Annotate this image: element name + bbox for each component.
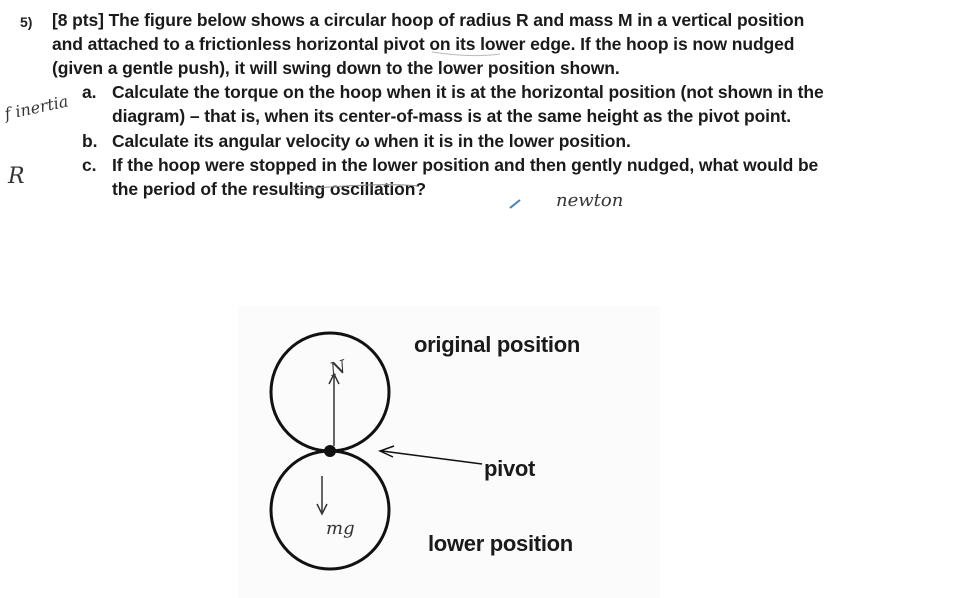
pivot-pointer-line bbox=[381, 450, 483, 465]
weight-label: mg bbox=[326, 518, 355, 539]
part-c-line-2: the period of the resulting oscillation? bbox=[112, 179, 426, 199]
handwritten-bottom-note: newton bbox=[556, 190, 624, 211]
upper-hoop bbox=[269, 331, 391, 453]
part-c-letter: c. bbox=[82, 155, 97, 175]
problem-intro-line-1: [8 pts] The figure below shows a circula… bbox=[52, 10, 804, 31]
label-lower-position: lower position bbox=[428, 531, 573, 556]
hoop-diagram bbox=[269, 331, 483, 571]
label-pivot: pivot bbox=[484, 456, 536, 481]
problem-intro-line-3: (given a gentle push), it will swing dow… bbox=[52, 58, 620, 78]
label-original-position: original position bbox=[414, 332, 581, 357]
part-c-line-1: If the hoop were stopped in the lower po… bbox=[112, 155, 819, 175]
intro-text-1: The figure below shows a circular hoop o… bbox=[108, 10, 805, 30]
pivot-point bbox=[324, 445, 336, 457]
part-a-line-1: Calculate the torque on the hoop when it… bbox=[112, 82, 824, 102]
problem-intro-line-2: and attached to a frictionless horizonta… bbox=[52, 34, 795, 54]
weight-arrowhead bbox=[316, 503, 328, 516]
faint-pencil-mark bbox=[431, 51, 501, 57]
handwritten-margin-r: R bbox=[8, 164, 25, 189]
pivot-pointer-arrowhead bbox=[378, 445, 395, 458]
underline-stroke bbox=[289, 184, 419, 191]
part-a-letter: a. bbox=[82, 82, 97, 102]
points-label: [8 pts] bbox=[52, 10, 104, 30]
part-b-line-1: Calculate its angular velocity ω when it… bbox=[112, 131, 631, 151]
normal-force-arrowhead bbox=[328, 372, 340, 385]
lower-hoop bbox=[269, 449, 391, 571]
part-b-letter: b. bbox=[82, 131, 98, 151]
check-mark bbox=[509, 199, 521, 209]
hoop-figure: N mg original position pivot lower posit… bbox=[238, 306, 660, 598]
part-a-line-2: diagram) – that is, when its center-of-m… bbox=[112, 106, 791, 126]
problem-number: 5) bbox=[20, 14, 33, 30]
annotation-marks bbox=[289, 51, 521, 209]
